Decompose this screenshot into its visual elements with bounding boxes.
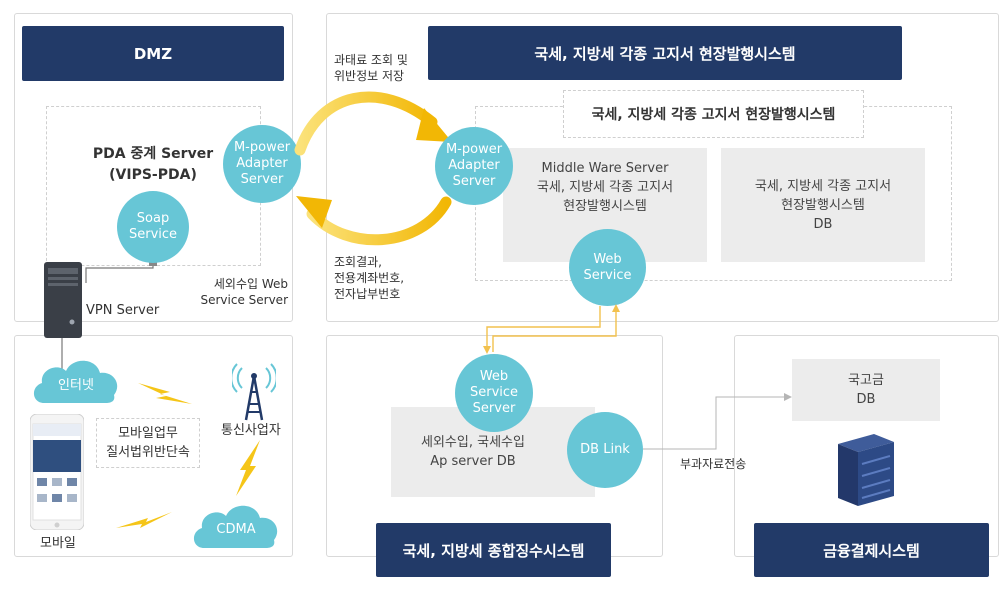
treasury-db-box: 국고금 DB — [792, 359, 940, 421]
issue-web-service-node: Web Service — [569, 229, 646, 306]
telecom-tower-icon — [232, 363, 276, 421]
ap-server-db-box: 세외수입, 국세수입 Ap server DB — [391, 407, 595, 497]
issue-mpower-adapter-node: M-power Adapter Server — [435, 127, 513, 205]
issue-system-inner-title: 국세, 지방세 각종 고지서 현장발행시스템 — [563, 90, 864, 138]
soap-service-node: Soap Service — [117, 191, 189, 263]
lightning-icon — [116, 512, 172, 528]
collection-system-title: 국세, 지방세 종합징수시스템 — [376, 523, 611, 577]
smartphone-icon — [30, 414, 84, 530]
dmz-mpower-adapter-node: M-power Adapter Server — [223, 125, 301, 203]
mobile-task-box: 모바일업무 질서법위반단속 — [96, 418, 200, 468]
mobile-label: 모바일 — [40, 536, 76, 551]
response-arrow-head — [296, 196, 332, 228]
lightning-icon — [138, 383, 192, 404]
issue-system-title: 국세, 지방세 각종 고지서 현장발행시스템 — [428, 26, 902, 80]
finance-system-title: 금융결제시스템 — [754, 523, 989, 577]
request-label: 과태료 조회 및 위반정보 저장 — [334, 53, 408, 83]
collection-web-service-server-node: Web Service Server — [455, 354, 533, 432]
response-label: 조회결과, 전용계좌번호, 전자납부번호 — [334, 255, 405, 301]
cdma-label: CDMA — [216, 522, 256, 537]
internet-cloud — [33, 360, 118, 403]
internet-label: 인터넷 — [58, 378, 94, 393]
telecom-label: 통신사업자 — [221, 423, 281, 438]
request-arrow — [294, 91, 438, 156]
issue-db-box: 국세, 지방세 각종 고지서 현장발행시스템 DB — [721, 148, 925, 262]
db-link-node: DB Link — [567, 412, 643, 488]
request-arrow-head — [416, 108, 452, 142]
vpn-server-label: VPN Server — [86, 303, 160, 318]
web-service-server-label: 세외수입 Web Service Server — [200, 277, 288, 307]
dmz-title: DMZ — [22, 26, 284, 81]
transfer-label: 부과자료전송 — [680, 457, 747, 471]
vpn-server-icon — [44, 262, 82, 338]
cdma-cloud — [193, 505, 278, 548]
pda-server-label: PDA 중계 Server (VIPS-PDA) — [92, 146, 214, 183]
db-server-icon — [838, 434, 894, 506]
response-arrow — [306, 196, 452, 246]
lightning-icon — [236, 440, 260, 496]
